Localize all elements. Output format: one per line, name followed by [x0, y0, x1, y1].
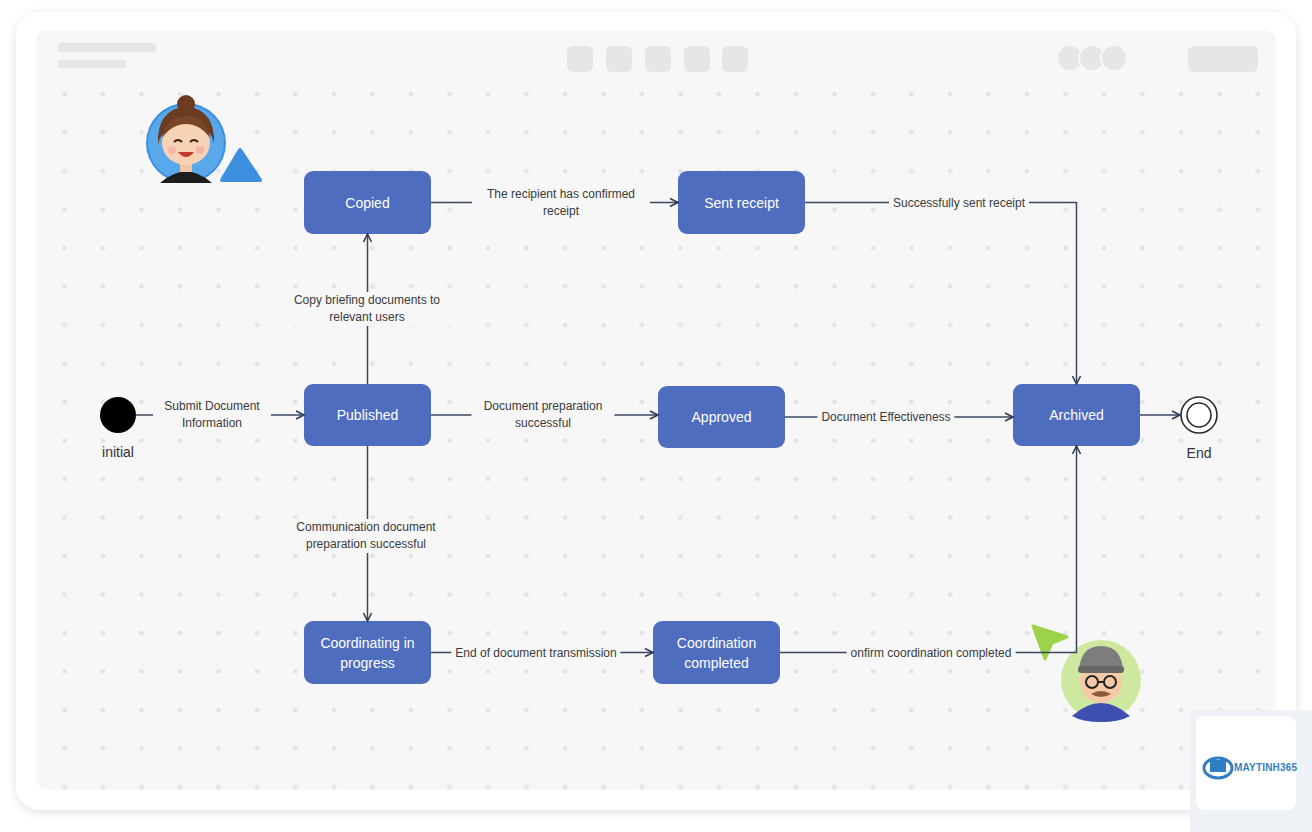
state-name: Coordination completed: [661, 633, 772, 673]
transition-label: End of document transmission: [451, 645, 620, 662]
watermark-logo: [1190, 710, 1312, 832]
state-name: Sent receipt: [704, 193, 779, 213]
dot-grid: [36, 80, 1276, 790]
end-node: End: [1180, 396, 1218, 434]
transition-arrow: [780, 446, 1077, 653]
state-name: Archived: [1049, 405, 1103, 425]
transition-label: Communication document preparation succe…: [282, 519, 450, 553]
transition-arrow: [805, 203, 1077, 385]
node-caption: End: [1187, 445, 1212, 461]
node-caption: initial: [102, 444, 134, 460]
state-box: Coordination completed: [653, 621, 780, 684]
state-box: Coordinating in progress: [304, 621, 431, 684]
state-box: Copied: [304, 171, 431, 234]
panel: [36, 30, 1276, 790]
transition-label: onfirm coordination completed: [847, 645, 1016, 662]
transition-label: Successfully sent receipt: [889, 195, 1029, 212]
state-name: Coordinating in progress: [312, 633, 423, 673]
state-box: Published: [304, 384, 431, 446]
state-name: Published: [337, 405, 399, 425]
circle-shape: [1180, 396, 1218, 434]
cursor: [1033, 626, 1067, 659]
toolbar: [58, 43, 1258, 72]
cursor: [222, 150, 260, 180]
circle-shape: [100, 397, 136, 433]
transition-arrow: [1140, 414, 1180, 416]
avatar-woman: [146, 95, 226, 183]
transition-label: The recipient has confirmed receipt: [472, 186, 650, 220]
card: [16, 12, 1296, 810]
transition-label: Copy briefing documents to relevant user…: [276, 292, 459, 326]
transition-label: Document Effectiveness: [817, 409, 954, 426]
state-box: Archived: [1013, 384, 1140, 446]
watermark: MAYTINH365: [1234, 762, 1297, 773]
state-name: Copied: [345, 193, 389, 213]
transition-label: Submit Document Information: [153, 398, 271, 432]
transition-label: Document preparation successful: [472, 398, 615, 432]
start-node: initial: [100, 397, 136, 433]
state-box: Sent receipt: [678, 171, 805, 234]
state-name: Approved: [692, 407, 752, 427]
state-box: Approved: [658, 386, 785, 448]
